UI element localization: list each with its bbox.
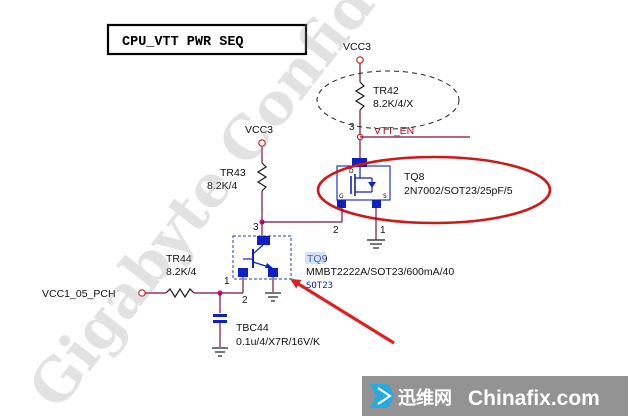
tbc44-capacitor-bottom bbox=[213, 320, 227, 323]
tq9-base-pin: 1 bbox=[224, 276, 230, 287]
tq8-pin-d: D bbox=[349, 168, 354, 175]
vcc3-top-power-symbol bbox=[356, 56, 364, 64]
vcc3-top-label: VCC3 bbox=[343, 41, 371, 53]
tq9-dashed-box bbox=[232, 235, 292, 280]
tq9-collector-pin: 3 bbox=[253, 222, 259, 233]
tr43-value: 8.2K/4 bbox=[207, 180, 238, 192]
schematic-title: CPU_VTT PWR SEQ bbox=[122, 35, 244, 50]
tq9-ref: TQ9 bbox=[307, 253, 328, 265]
tbc44-ref: TBC44 bbox=[236, 322, 269, 334]
title-box bbox=[106, 23, 308, 56]
vtt-en-net-label: VTT_EN bbox=[374, 125, 414, 137]
tr42-pin: 3 bbox=[349, 122, 355, 133]
tr42-resistor bbox=[354, 81, 366, 111]
brand-en: Chinafix.com bbox=[468, 387, 600, 410]
tq8-ref: TQ8 bbox=[404, 171, 425, 183]
tbc44-value: 0.1u/4/X7R/16V/K bbox=[236, 336, 320, 348]
tq8-pin-s: S bbox=[383, 193, 387, 200]
tr44-resistor bbox=[165, 287, 195, 299]
brand-cn: 迅维网 bbox=[398, 387, 452, 409]
chinafix-logo-icon bbox=[370, 384, 394, 408]
tq8-red-highlight bbox=[316, 155, 552, 225]
tr43-ref: TR43 bbox=[220, 167, 246, 179]
watermark-text: Gigabyte Confidential Do not copy bbox=[15, 0, 629, 418]
vcc1-05-pch-net-label: VCC1_05_PCH bbox=[42, 288, 116, 300]
vcc3-mid-label: VCC3 bbox=[245, 124, 273, 136]
tbc44-capacitor-top bbox=[213, 314, 227, 317]
tq9-emitter-pin: 2 bbox=[242, 295, 248, 306]
red-arrow-icon bbox=[290, 278, 395, 345]
tq9-value: MMBT2222A/SOT23/600mA/40 bbox=[306, 266, 454, 278]
tr42-dashed-highlight bbox=[316, 70, 460, 130]
tr42-ref: TR42 bbox=[373, 85, 399, 97]
tq8-value: 2N7002/SOT23/25pF/5 bbox=[404, 185, 513, 197]
tr44-value: 8.2K/4 bbox=[166, 266, 197, 278]
tr42-value: 8.2K/4/X bbox=[373, 98, 413, 110]
tq8-gate-pin: 2 bbox=[333, 225, 339, 236]
tr44-ref: TR44 bbox=[166, 253, 192, 265]
tq8-source-pin: 1 bbox=[380, 225, 386, 236]
chinafix-brand-badge bbox=[362, 376, 628, 416]
tq9-package: SOT23 bbox=[306, 281, 333, 291]
tq8-pin-g: G bbox=[339, 193, 344, 200]
tr43-resistor bbox=[256, 162, 268, 192]
